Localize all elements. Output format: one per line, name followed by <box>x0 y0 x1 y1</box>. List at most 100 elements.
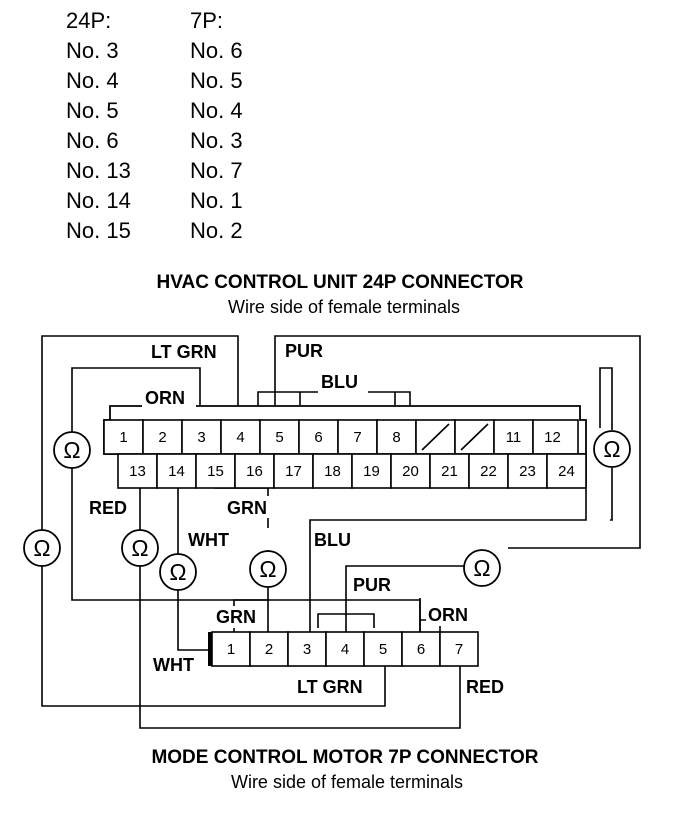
pin-table-cell: No. 6 <box>66 128 119 153</box>
hvac-connector-subtitle: Wire side of female terminals <box>228 297 460 317</box>
blank-pin-slash <box>421 423 450 451</box>
hvac-pin-cell <box>103 419 144 455</box>
motor-connector-subtitle: Wire side of female terminals <box>231 772 463 792</box>
hvac-pin-number: 3 <box>197 429 205 446</box>
hvac-pin-number: 22 <box>480 463 497 480</box>
ohmmeter-wht: Ω <box>159 553 197 591</box>
hvac-pin-number: 24 <box>558 463 575 480</box>
hvac-pin-number: 1 <box>119 429 127 446</box>
motor-pin-cell <box>439 631 479 667</box>
wire-blu-right <box>299 392 396 405</box>
ohmmeter-left-upper: Ω <box>53 431 91 469</box>
wire-pur-top <box>274 335 641 549</box>
hvac-pin-number: 2 <box>158 429 166 446</box>
blank-pin-slash <box>460 423 489 451</box>
pin-table-cell: No. 14 <box>66 188 131 213</box>
hvac-pin-cell <box>546 453 587 489</box>
wire-lt-grn <box>41 335 386 707</box>
label-pur-top: PUR <box>285 341 323 361</box>
label-blu-top: BLU <box>321 372 358 392</box>
pin-table-cell: No. 13 <box>66 158 131 183</box>
ohm-symbol: Ω <box>63 437 80 463</box>
motor-pin-number: 3 <box>303 641 311 658</box>
ohm-symbol: Ω <box>131 535 148 561</box>
pin-table-24p-column: 24P: No. 3 No. 4 No. 5 No. 6 No. 13 No. … <box>66 6 131 246</box>
hvac-pin-number: 7 <box>353 429 361 446</box>
pin-table-cell: No. 1 <box>190 188 243 213</box>
label-grn-mid: GRN <box>227 498 267 518</box>
ohm-symbol: Ω <box>603 436 620 462</box>
motor-connector-latch <box>208 632 212 666</box>
hvac-pin-cell <box>273 453 314 489</box>
hvac-pin-number: 23 <box>519 463 536 480</box>
pin-table-cell: No. 6 <box>190 38 243 63</box>
hvac-pin-number: 16 <box>246 463 263 480</box>
hvac-pin-number: 12 <box>544 429 561 446</box>
hvac-pin-number: 20 <box>402 463 419 480</box>
ohm-symbol: Ω <box>33 535 50 561</box>
motor-pin-number: 5 <box>379 641 387 658</box>
wire-labels: LT GRN PUR BLU ORN RED GRN WHT BLU PUR G… <box>86 340 513 698</box>
motor-pin-cell <box>325 631 365 667</box>
ohmmeter-far-left: Ω <box>23 529 61 567</box>
wires <box>41 335 641 729</box>
hvac-connector-title: HVAC CONTROL UNIT 24P CONNECTOR <box>156 272 523 293</box>
hvac-pin-cell <box>429 453 470 489</box>
motor-pin-number: 4 <box>341 641 349 658</box>
wire-wht <box>177 482 212 651</box>
hvac-pin-number: 6 <box>314 429 322 446</box>
hvac-pin-number: 18 <box>324 463 341 480</box>
pin-table-cell: No. 15 <box>66 218 131 243</box>
ohm-symbol: Ω <box>169 559 186 585</box>
hvac-pin-number: 8 <box>392 429 400 446</box>
hvac-pin-number: 13 <box>129 463 146 480</box>
hvac-pin-number: 14 <box>168 463 185 480</box>
wire-right-meter <box>599 367 613 521</box>
ohmmeter-red: Ω <box>121 529 159 567</box>
hvac-pin-number: 4 <box>236 429 244 446</box>
ohmmeter-right: Ω <box>593 430 631 468</box>
hvac-pin-cell <box>195 453 236 489</box>
motor-connector-title: MODE CONTROL MOTOR 7P CONNECTOR <box>151 747 538 768</box>
label-grn-low: GRN <box>216 607 256 627</box>
label-wht-low: WHT <box>153 655 194 675</box>
pin-table-24p-header: 24P: <box>66 8 112 33</box>
hvac-pin-cell <box>312 453 353 489</box>
hvac-pin-number: 11 <box>506 429 522 446</box>
label-blu-mid: BLU <box>314 530 351 550</box>
ohmmeters: Ω Ω Ω Ω Ω Ω Ω <box>23 430 631 591</box>
pin-table-cell: No. 5 <box>190 68 243 93</box>
pin-table-cell: No. 3 <box>66 38 119 63</box>
ohm-symbol: Ω <box>473 555 490 581</box>
label-pur-low: PUR <box>353 575 391 595</box>
motor-pin-number: 1 <box>227 641 235 658</box>
label-lt-grn-top: LT GRN <box>151 342 217 362</box>
wire-red <box>139 482 461 729</box>
label-orn-low: ORN <box>428 605 468 625</box>
pin-table-cell: No. 4 <box>66 68 119 93</box>
pin-table-cell: No. 7 <box>190 158 243 183</box>
wire-pur-low <box>345 565 464 632</box>
hvac-pin-cell <box>142 419 183 455</box>
hvac-pin-cell <box>220 419 261 455</box>
motor-pin-number: 6 <box>417 641 425 658</box>
label-red-low: RED <box>466 677 504 697</box>
pin-table-cell: No. 4 <box>190 98 243 123</box>
hvac-pin-number: 5 <box>275 429 283 446</box>
pin-table-7p-column: 7P: No. 6 No. 5 No. 4 No. 3 No. 7 No. 1 … <box>190 6 243 246</box>
wire-blu-mid <box>309 482 587 632</box>
motor-pin-cell <box>363 631 403 667</box>
ohmmeter-grn: Ω <box>249 550 287 588</box>
pin-table-cell: No. 3 <box>190 128 243 153</box>
wire-bridge <box>317 613 375 628</box>
hvac-pin-number: 19 <box>363 463 380 480</box>
pin-table-7p-header: 7P: <box>190 8 224 33</box>
label-red-left: RED <box>89 498 127 518</box>
ohm-symbol: Ω <box>259 556 276 582</box>
